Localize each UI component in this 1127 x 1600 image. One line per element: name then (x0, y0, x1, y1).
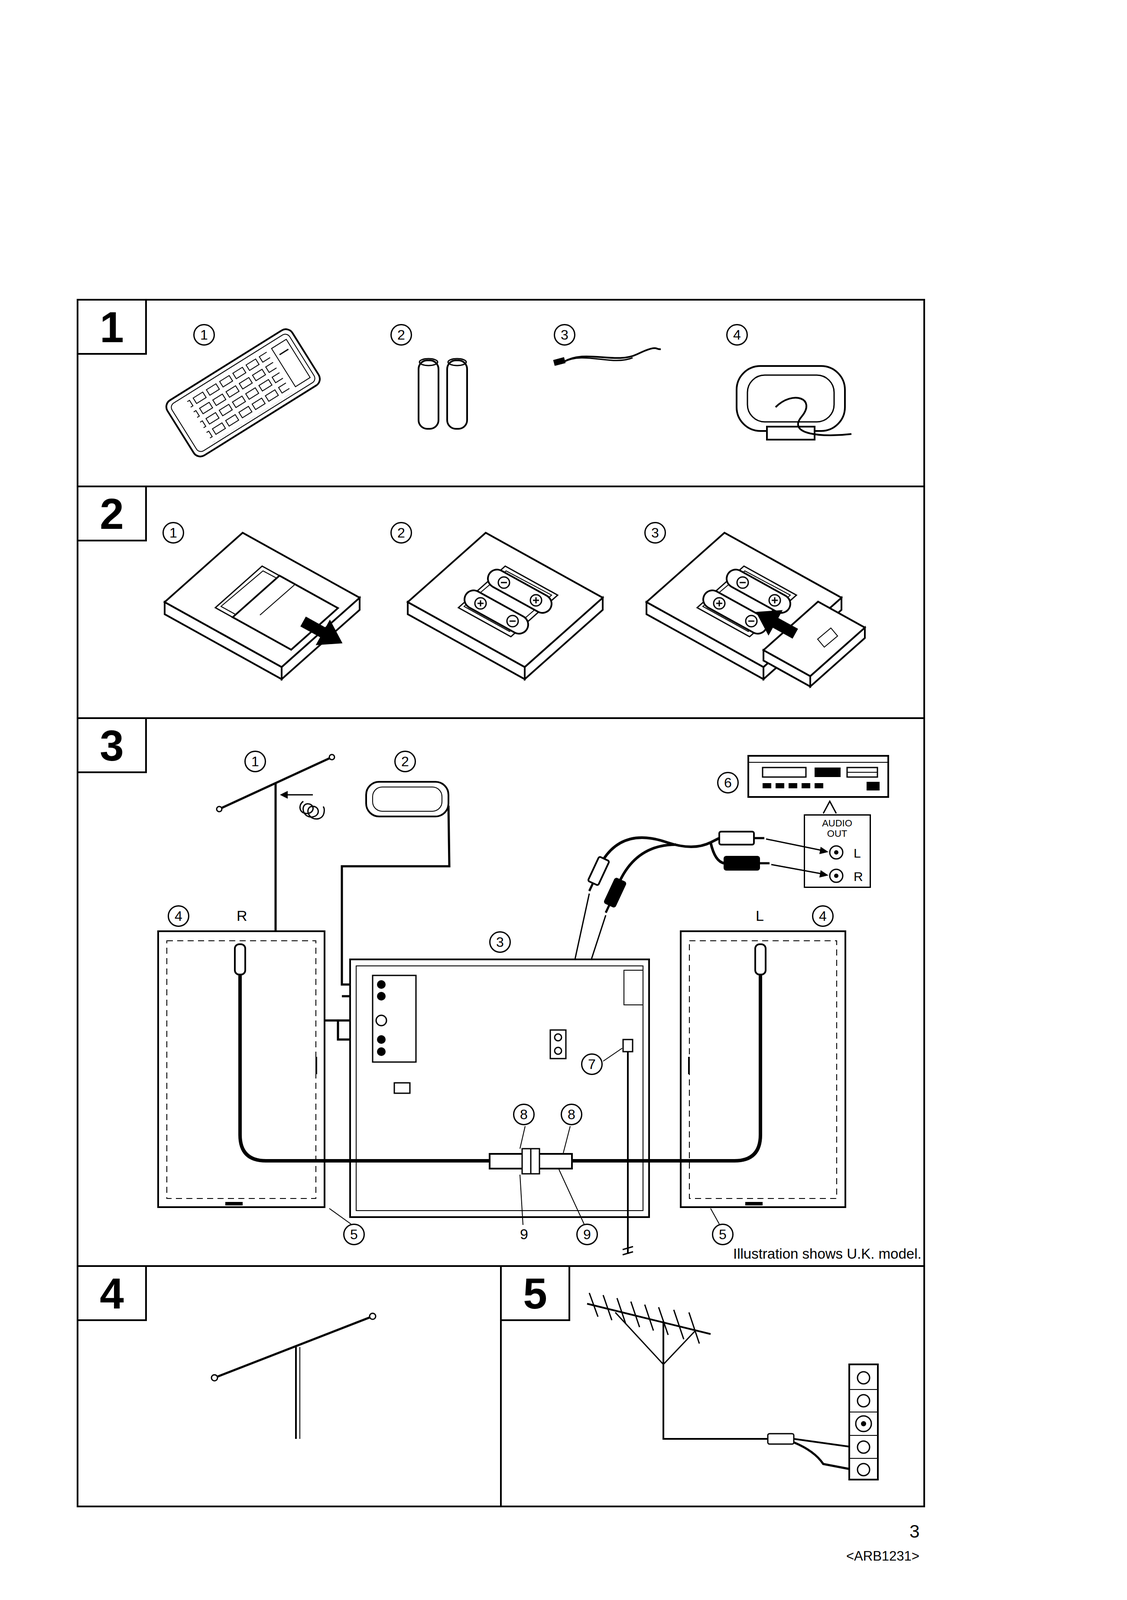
panel-number-tab: 2 (78, 487, 147, 542)
panel-number: 2 (99, 492, 124, 536)
figure-panel: 2 (76, 485, 926, 720)
side-label: L (755, 908, 764, 925)
callout-number: 2 (390, 324, 413, 346)
panel-number-tab: 1 (78, 300, 147, 355)
panel-number: 4 (99, 1272, 124, 1316)
note-text: <ARB1231> (846, 1549, 920, 1565)
callout-number: 2 (394, 750, 416, 773)
figure-panel: 5 (500, 1265, 926, 1508)
side-label: R (236, 908, 248, 925)
channel-label: L (853, 846, 861, 861)
figure-panel: 4 (76, 1265, 502, 1508)
callout-number: 1 (244, 750, 267, 773)
jack-panel: AUDIO OUT LR (803, 814, 871, 889)
callout-number: 8 (560, 1104, 583, 1126)
callout-number: 3 (553, 324, 576, 346)
callout-number: 7 (581, 1053, 603, 1076)
note-text: 3 (909, 1522, 920, 1543)
panel-number: 1 (99, 305, 124, 349)
panel-number-tab: 4 (78, 1267, 147, 1322)
side-label: 9 (519, 1226, 529, 1243)
callout-number: 3 (644, 522, 666, 544)
callout-number: 6 (717, 772, 739, 794)
callout-number: 4 (726, 324, 748, 346)
callout-number: 5 (711, 1224, 734, 1246)
channel-label: R (853, 870, 864, 884)
panel-number-tab: 3 (78, 719, 147, 774)
panel-number: 3 (99, 724, 124, 768)
callout-number: 4 (811, 905, 834, 928)
callout-number: 3 (489, 931, 511, 954)
jack-label: AUDIO OUT (814, 818, 860, 840)
callout-number: 1 (162, 522, 185, 544)
panel-number-tab: 5 (501, 1267, 571, 1322)
panel-number: 5 (522, 1272, 548, 1316)
figure-panel: 3AUDIO OUTLR (76, 717, 926, 1268)
callout-number: 9 (576, 1224, 598, 1246)
callout-number: 2 (390, 522, 413, 544)
callout-number: 5 (343, 1224, 365, 1246)
callout-number: 4 (167, 905, 190, 928)
callout-number: 8 (513, 1104, 535, 1126)
callout-number: 1 (193, 324, 215, 346)
note-text: Illustration shows U.K. model. (733, 1246, 922, 1263)
